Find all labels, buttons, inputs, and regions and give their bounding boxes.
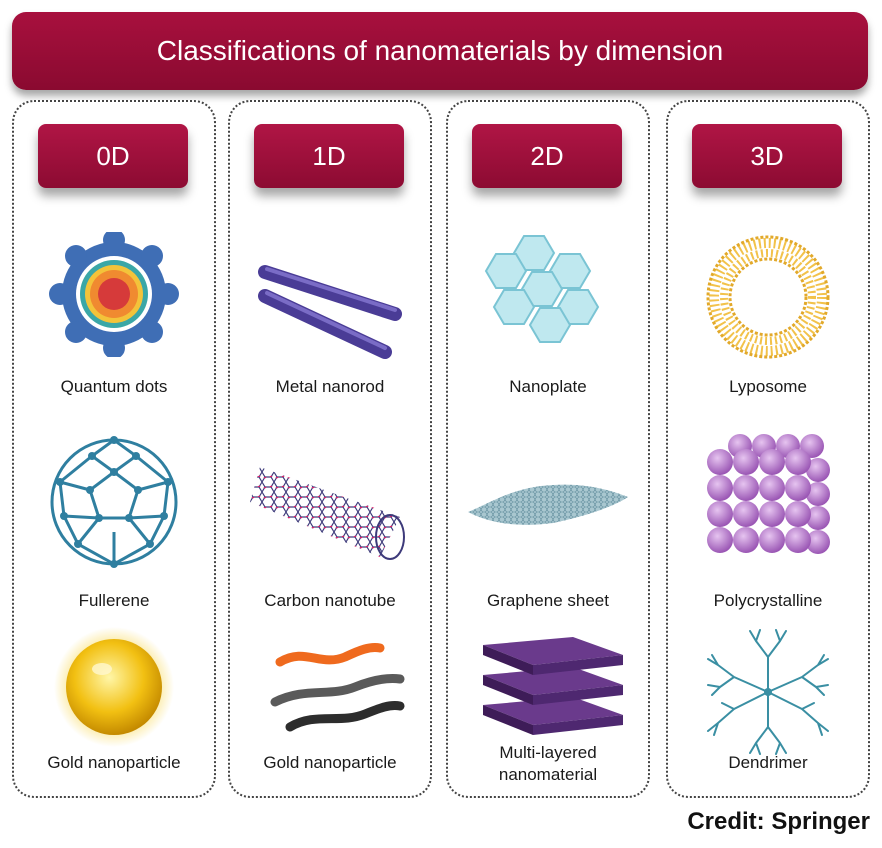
quantum-dot-icon	[49, 232, 179, 357]
gold-sphere-icon	[54, 627, 174, 747]
column-3d: 3D Lyposome	[666, 100, 870, 798]
column-2d: 2D Nanoplate Graphene sheet	[446, 100, 650, 798]
item-label: Fullerene	[78, 591, 150, 610]
item-carbon-nanotube	[230, 447, 430, 567]
polycrystal-icon	[707, 434, 830, 554]
item-gold-nanoparticle	[14, 627, 214, 747]
liposome-icon	[706, 235, 830, 359]
item-fullerene	[14, 432, 214, 572]
item-label: Quantum dots	[60, 377, 168, 396]
page-title: Classifications of nanomaterials by dime…	[156, 35, 724, 66]
item-dendrimer	[668, 627, 868, 757]
fullerene-icon	[50, 436, 178, 568]
heading-1d: 1D	[254, 124, 404, 188]
item-label: Metal nanorod	[275, 377, 385, 396]
nanotube-icon	[250, 467, 405, 560]
item-label: Gold nanoparticle	[47, 753, 181, 772]
item-label: Lyposome	[729, 377, 807, 396]
hexagon-plate-icon	[484, 235, 600, 343]
item-label: Gold nanoparticle	[263, 753, 397, 772]
item-nanowire	[230, 632, 430, 742]
heading-0d: 0D	[38, 124, 188, 188]
item-graphene-sheet	[448, 467, 648, 537]
layers-icon	[483, 637, 623, 735]
nanowire-icon	[270, 643, 405, 732]
item-label: Multi-layered nanomaterial	[498, 743, 598, 784]
item-label: Polycrystalline	[713, 591, 823, 610]
credit-text: Credit: Springer	[687, 808, 870, 835]
item-quantum-dots	[14, 232, 214, 357]
item-liposome	[668, 232, 868, 362]
title-banner: Classifications of nanomaterials by dime…	[12, 12, 868, 90]
item-polycrystalline	[668, 432, 868, 572]
dendrimer-icon	[707, 629, 829, 755]
heading-3d: 3D	[692, 124, 842, 188]
item-label: Carbon nanotube	[264, 591, 396, 610]
column-0d: 0D Quantum dots	[12, 100, 216, 798]
nanorod-icon	[258, 265, 402, 359]
heading-2d: 2D	[472, 124, 622, 188]
item-label: Graphene sheet	[487, 591, 609, 610]
item-multilayer	[448, 637, 648, 742]
item-metal-nanorod	[230, 262, 430, 362]
graphene-sheet-icon	[468, 484, 628, 525]
item-label: Nanoplate	[509, 377, 587, 396]
column-1d: 1D Metal nanorod Carbon nanotube	[228, 100, 432, 798]
item-nanoplate	[448, 232, 648, 362]
item-label: Dendrimer	[728, 753, 808, 772]
